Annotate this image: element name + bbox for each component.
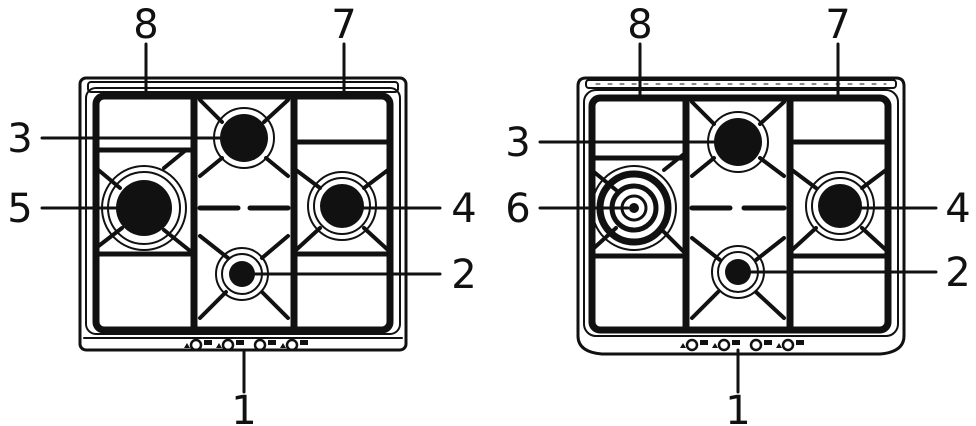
pan-support-finger	[690, 100, 786, 178]
hob-inner-edge	[85, 87, 401, 335]
pan-support-finger	[294, 168, 390, 252]
callout-label: 7	[825, 2, 850, 48]
callout-label: 6	[505, 186, 530, 232]
leader-lines	[40, 42, 442, 394]
control-knobs	[184, 338, 308, 352]
callout-label: 2	[945, 250, 970, 296]
pan-support-finger	[790, 168, 888, 252]
callout-label: 3	[7, 116, 32, 162]
callout-label: 5	[7, 186, 32, 232]
burner-rapid	[307, 171, 377, 241]
hob-inner-edge	[583, 89, 899, 337]
callout-label: 3	[505, 120, 530, 166]
callout-label: 8	[627, 2, 652, 48]
callout-label: 7	[331, 2, 356, 48]
callout-labels-right: 8 7 3 6 4 2 1	[505, 2, 970, 426]
pan-support-finger	[198, 98, 290, 178]
callout-label: 4	[945, 186, 970, 232]
hob-right	[538, 42, 938, 394]
callout-label: 4	[451, 186, 476, 232]
pan-support-finger	[690, 236, 786, 320]
pan-support-frame	[92, 92, 394, 334]
hob-top-trim	[585, 79, 897, 89]
hob-top-trim	[87, 81, 399, 93]
leader-lines	[538, 42, 938, 394]
hob-frame	[576, 76, 906, 356]
pan-support-finger	[94, 148, 196, 256]
callout-label: 1	[725, 388, 750, 426]
callout-label: 1	[231, 388, 256, 426]
control-knobs	[680, 338, 804, 352]
callout-label: 8	[133, 2, 158, 48]
callout-label: 2	[451, 252, 476, 298]
burner-rapid	[805, 171, 875, 241]
pan-support-finger	[198, 234, 290, 320]
hob-left	[40, 42, 442, 394]
callout-labels-left: 8 7 3 5 4 2 1	[7, 2, 476, 426]
